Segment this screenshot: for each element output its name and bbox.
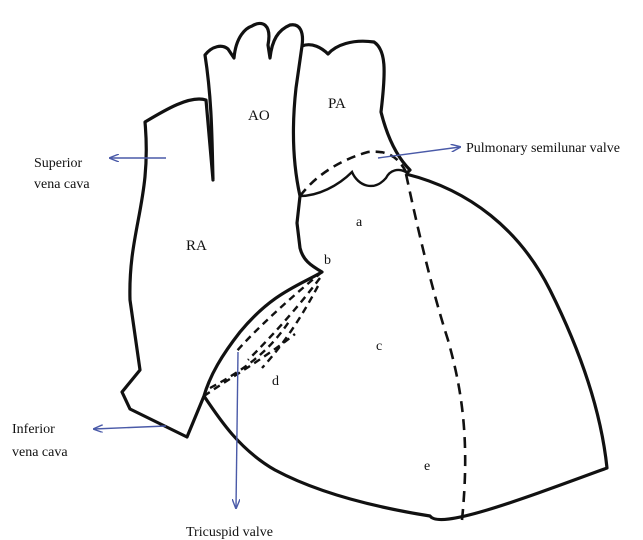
label-a: a — [356, 215, 363, 230]
label-pulmonary-semilunar-valve: Pulmonary semilunar valve — [466, 141, 620, 156]
label-tricuspid-valve: Tricuspid valve — [186, 525, 273, 540]
pulmonary-artery-outline — [302, 41, 410, 174]
inferior-vena-cava-arrow — [94, 426, 166, 429]
tricuspid-leaflet-2 — [248, 278, 320, 360]
label-ra: RA — [186, 238, 207, 254]
label-e: e — [424, 459, 430, 474]
label-d: d — [272, 374, 279, 389]
label-superior-vena-cava: Superior vena cava — [34, 156, 90, 192]
label-ao: AO — [248, 108, 270, 124]
interventricular-dashes — [406, 174, 465, 520]
label-b: b — [324, 253, 331, 268]
pulmonary-valve-cusps — [300, 170, 406, 196]
label-c: c — [376, 339, 382, 354]
heart-outline — [122, 23, 322, 437]
label-inferior-vena-cava: Inferior vena cava — [12, 422, 68, 460]
tricuspid-leaflet-1 — [236, 272, 322, 352]
pulmonary-valve-arrow — [378, 147, 460, 158]
ventricle-outline — [204, 174, 607, 520]
label-pa: PA — [328, 96, 346, 112]
